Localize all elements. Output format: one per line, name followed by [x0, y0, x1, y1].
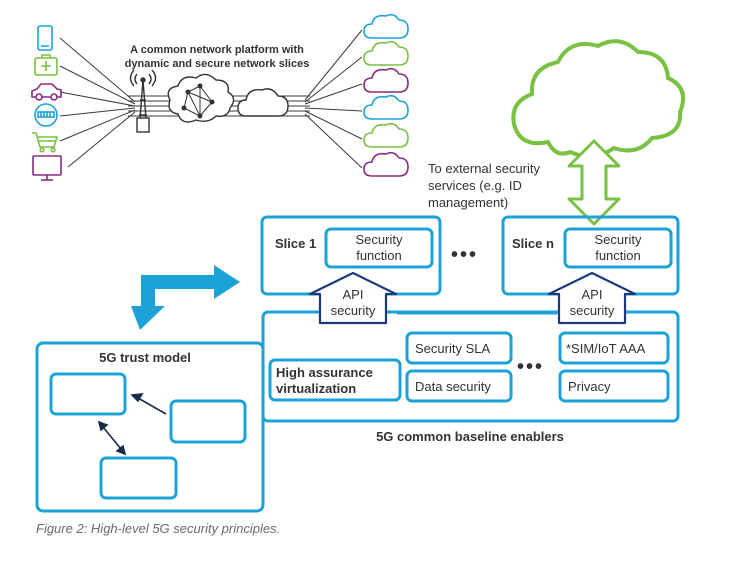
trust-entity-box-2: [169, 399, 247, 444]
api-security-n-line2: security: [570, 303, 615, 318]
security-sla-label: Security SLA: [415, 341, 490, 356]
antenna-tower-icon: [129, 69, 157, 133]
slice-1-label: Slice 1: [275, 236, 316, 251]
network-illustration: A common network platform with dynamic a…: [31, 13, 409, 181]
core-cloud-icon: [237, 88, 289, 117]
api-security-n-line1: API: [582, 287, 603, 302]
cloud-connection-lines: [304, 29, 363, 169]
trust-entity-box-3: [99, 456, 178, 500]
baseline-enablers-title: 5G common baseline enablers: [376, 429, 564, 444]
api-security-1-line2: security: [331, 303, 376, 318]
security-function-box-1: [324, 227, 434, 269]
security-function-1-line1: Security: [356, 232, 403, 247]
cloud-blue-icon: [363, 94, 409, 120]
network-title-line1: A common network platform with: [130, 44, 304, 56]
trust-arrow-single: [130, 393, 167, 415]
privacy-box: [558, 369, 670, 403]
medical-kit-icon: [34, 54, 58, 76]
external-services-line2: services (e.g. ID: [428, 178, 522, 193]
api-security-house-1: [308, 271, 398, 325]
security-function-n-line1: Security: [595, 232, 642, 247]
high-assurance-box: [268, 358, 402, 402]
security-function-1-line2: function: [356, 248, 402, 263]
security-sla-box: [405, 331, 513, 365]
security-function-n-line2: function: [595, 248, 641, 263]
network-mesh-icon: [167, 73, 235, 123]
smartphone-icon: [37, 25, 53, 51]
external-security-cloud-icon: [511, 39, 685, 159]
trust-entity-box-1: [49, 372, 127, 416]
trust-arrow-double: [97, 420, 127, 456]
data-security-box: [405, 369, 513, 403]
privacy-label: Privacy: [568, 379, 611, 394]
external-services-line1: To external security: [428, 161, 540, 176]
sim-iot-aaa-box: [558, 331, 670, 365]
security-function-box-n: [563, 227, 673, 269]
slice-ellipsis: •••: [451, 244, 478, 266]
service-clouds: [363, 13, 409, 177]
shopping-cart-icon: [32, 132, 59, 153]
smart-meter-icon: [34, 103, 58, 127]
slice-n-label: Slice n: [512, 236, 554, 251]
car-icon: [31, 83, 62, 101]
external-link-double-arrow: [567, 139, 621, 226]
data-security-label: Data security: [415, 379, 491, 394]
api-security-house-n: [547, 271, 637, 325]
trust-model-arrow: [131, 265, 240, 330]
figure-caption: Figure 2: High-level 5G security princip…: [36, 521, 281, 536]
device-connection-lines: [59, 37, 136, 168]
trust-model-box: [35, 341, 265, 513]
high-assurance-line2: virtualization: [276, 381, 356, 396]
sim-iot-aaa-label: *SIM/IoT AAA: [566, 341, 646, 356]
high-assurance-line1: High assurance: [276, 365, 373, 380]
enabler-ellipsis: •••: [517, 356, 544, 378]
cloud-green-icon: [363, 40, 409, 66]
cloud-blue-icon: [363, 13, 409, 39]
cloud-green-icon: [363, 122, 409, 148]
api-security-1-line1: API: [343, 287, 364, 302]
external-services-line3: management): [428, 195, 508, 210]
monitor-icon: [32, 155, 62, 181]
network-title-line2: dynamic and secure network slices: [125, 58, 310, 70]
cloud-purple-icon: [363, 67, 409, 93]
trust-model-title: 5G trust model: [99, 350, 191, 365]
cloud-purple-icon: [363, 151, 409, 177]
